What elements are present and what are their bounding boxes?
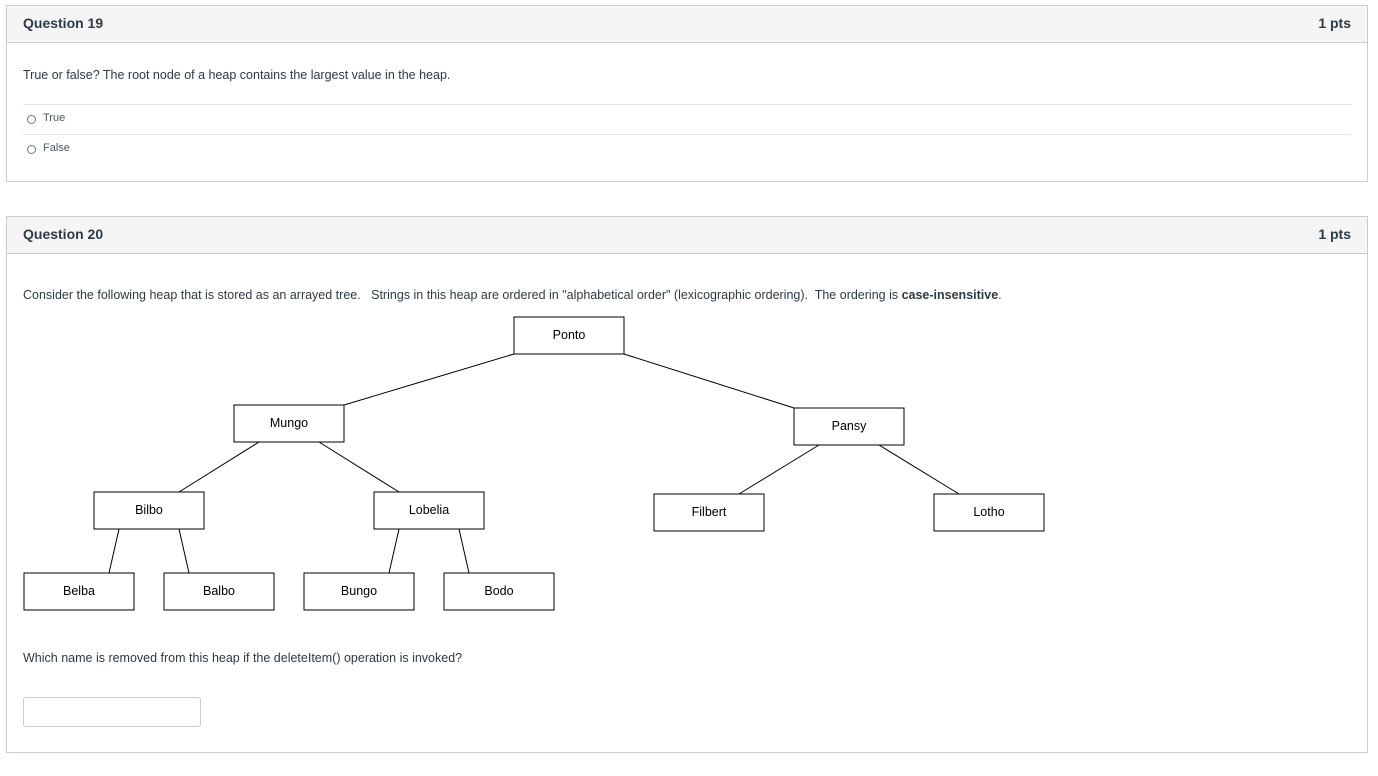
heap-node-bilbo: Bilbo [93,491,205,530]
heap-node-filbert: Filbert [653,493,765,532]
heap-node-bungo: Bungo [303,572,415,611]
heap-node-label: Belba [63,584,95,598]
answer-label-false[interactable]: False [43,142,70,154]
question-19-prompt: True or false? The root node of a heap c… [23,68,451,82]
heap-node-label: Bodo [484,584,513,598]
heap-edge-pansy-filbert [738,444,820,495]
heap-node-box [233,404,345,443]
heap-node-lotho: Lotho [933,493,1045,532]
heap-node-label: Balbo [203,584,235,598]
heap-edge-lobelia-bodo [458,528,470,574]
heap-node-label: Mungo [270,416,308,430]
question-20-title: Question 20 [23,226,104,242]
question-20-card: Question 20 1 pts Consider the following… [6,216,1368,753]
heap-node-mungo: Mungo [233,404,345,443]
heap-node-label: Lobelia [409,503,449,517]
heap-node-box [303,572,415,611]
heap-edge-bilbo-belba [108,528,120,574]
heap-edge-lobelia-bungo [388,528,400,574]
heap-node-box [513,316,625,355]
heap-edge-pansy-lotho [878,444,960,495]
heap-node-box [23,572,135,611]
heap-node-box [373,491,485,530]
heap-node-box [163,572,275,611]
question-20-header: Question 20 1 pts [7,217,1367,254]
question-20-prompt: Consider the following heap that is stor… [23,288,1002,302]
heap-node-belba: Belba [23,572,135,611]
prompt-text: Consider the following heap that is stor… [23,288,902,302]
heap-node-lobelia: Lobelia [373,491,485,530]
heap-edge-ponto-mungo [343,353,515,406]
answer-text-input[interactable] [23,697,201,727]
heap-node-label: Bungo [341,584,377,598]
heap-node-ponto: Ponto [513,316,625,355]
radio-button-true[interactable] [27,115,36,124]
heap-edge-mungo-lobelia [318,441,400,493]
heap-node-box [653,493,765,532]
heap-node-box [933,493,1045,532]
question-19-header: Question 19 1 pts [7,6,1367,43]
question-19-points: 1 pts [1318,15,1351,31]
prompt-end-text: . [998,288,1002,302]
answer-option-false[interactable]: False [23,134,1351,165]
heap-node-label: Ponto [553,328,586,342]
heap-edge-bilbo-balbo [178,528,190,574]
heap-node-box [93,491,205,530]
heap-node-box [443,572,555,611]
heap-node-label: Pansy [832,419,867,433]
question-19-title: Question 19 [23,15,104,31]
radio-button-false[interactable] [27,145,36,154]
heap-node-label: Filbert [692,505,727,519]
heap-node-pansy: Pansy [793,407,905,446]
prompt-bold-text: case-insensitive [901,288,999,302]
heap-node-balbo: Balbo [163,572,275,611]
heap-node-label: Bilbo [135,503,163,517]
answer-label-true[interactable]: True [43,112,66,124]
question-19-card: Question 19 1 pts True or false? The roo… [6,5,1368,182]
answer-option-true[interactable]: True [23,104,1351,135]
heap-node-bodo: Bodo [443,572,555,611]
heap-node-box [793,407,905,446]
heap-edge-ponto-pansy [623,353,795,409]
heap-node-label: Lotho [973,505,1004,519]
question-20-points: 1 pts [1318,226,1351,242]
question-20-followup: Which name is removed from this heap if … [23,651,463,665]
heap-edge-mungo-bilbo [178,441,260,493]
